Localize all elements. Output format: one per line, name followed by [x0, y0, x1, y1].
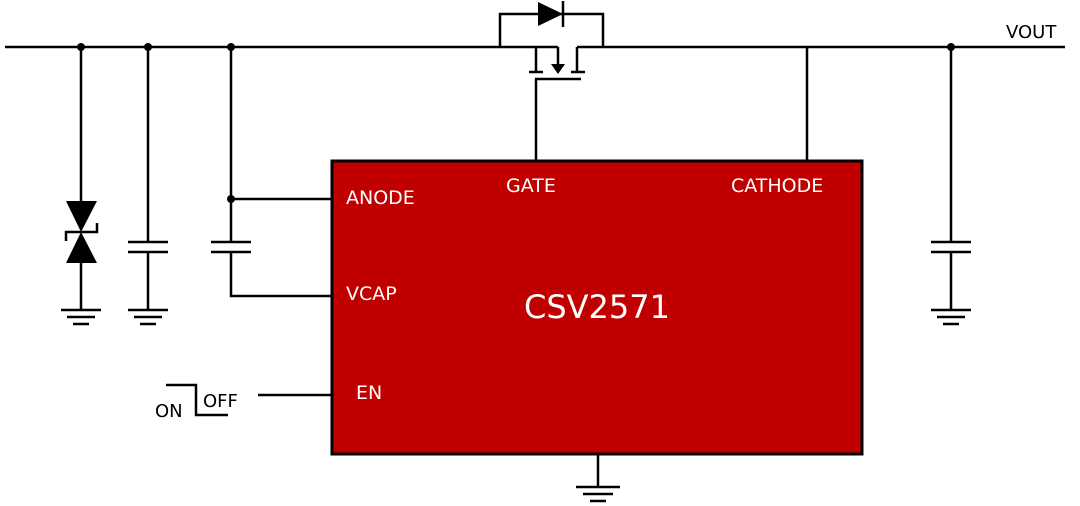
wires — [5, 12, 1065, 487]
junction-dots — [77, 43, 955, 203]
ground-icons — [61, 308, 971, 503]
chip-body — [330, 159, 864, 456]
tvs-diode-icon — [64, 201, 99, 263]
pin-cathode-label: CATHODE — [731, 175, 823, 197]
switch-off-label: OFF — [203, 391, 238, 412]
pin-gate-label: GATE — [506, 175, 556, 197]
pin-vcap-label: VCAP — [346, 283, 397, 305]
switch-on-label: ON — [155, 401, 183, 422]
bypass-diode-icon — [538, 1, 565, 27]
vout-label: VOUT — [1006, 22, 1057, 43]
chip-name: CSV2571 — [524, 288, 670, 326]
pin-en-label: EN — [356, 382, 382, 404]
pin-anode-label: ANODE — [346, 187, 415, 209]
mosfet-body-arrow-icon — [551, 64, 565, 74]
